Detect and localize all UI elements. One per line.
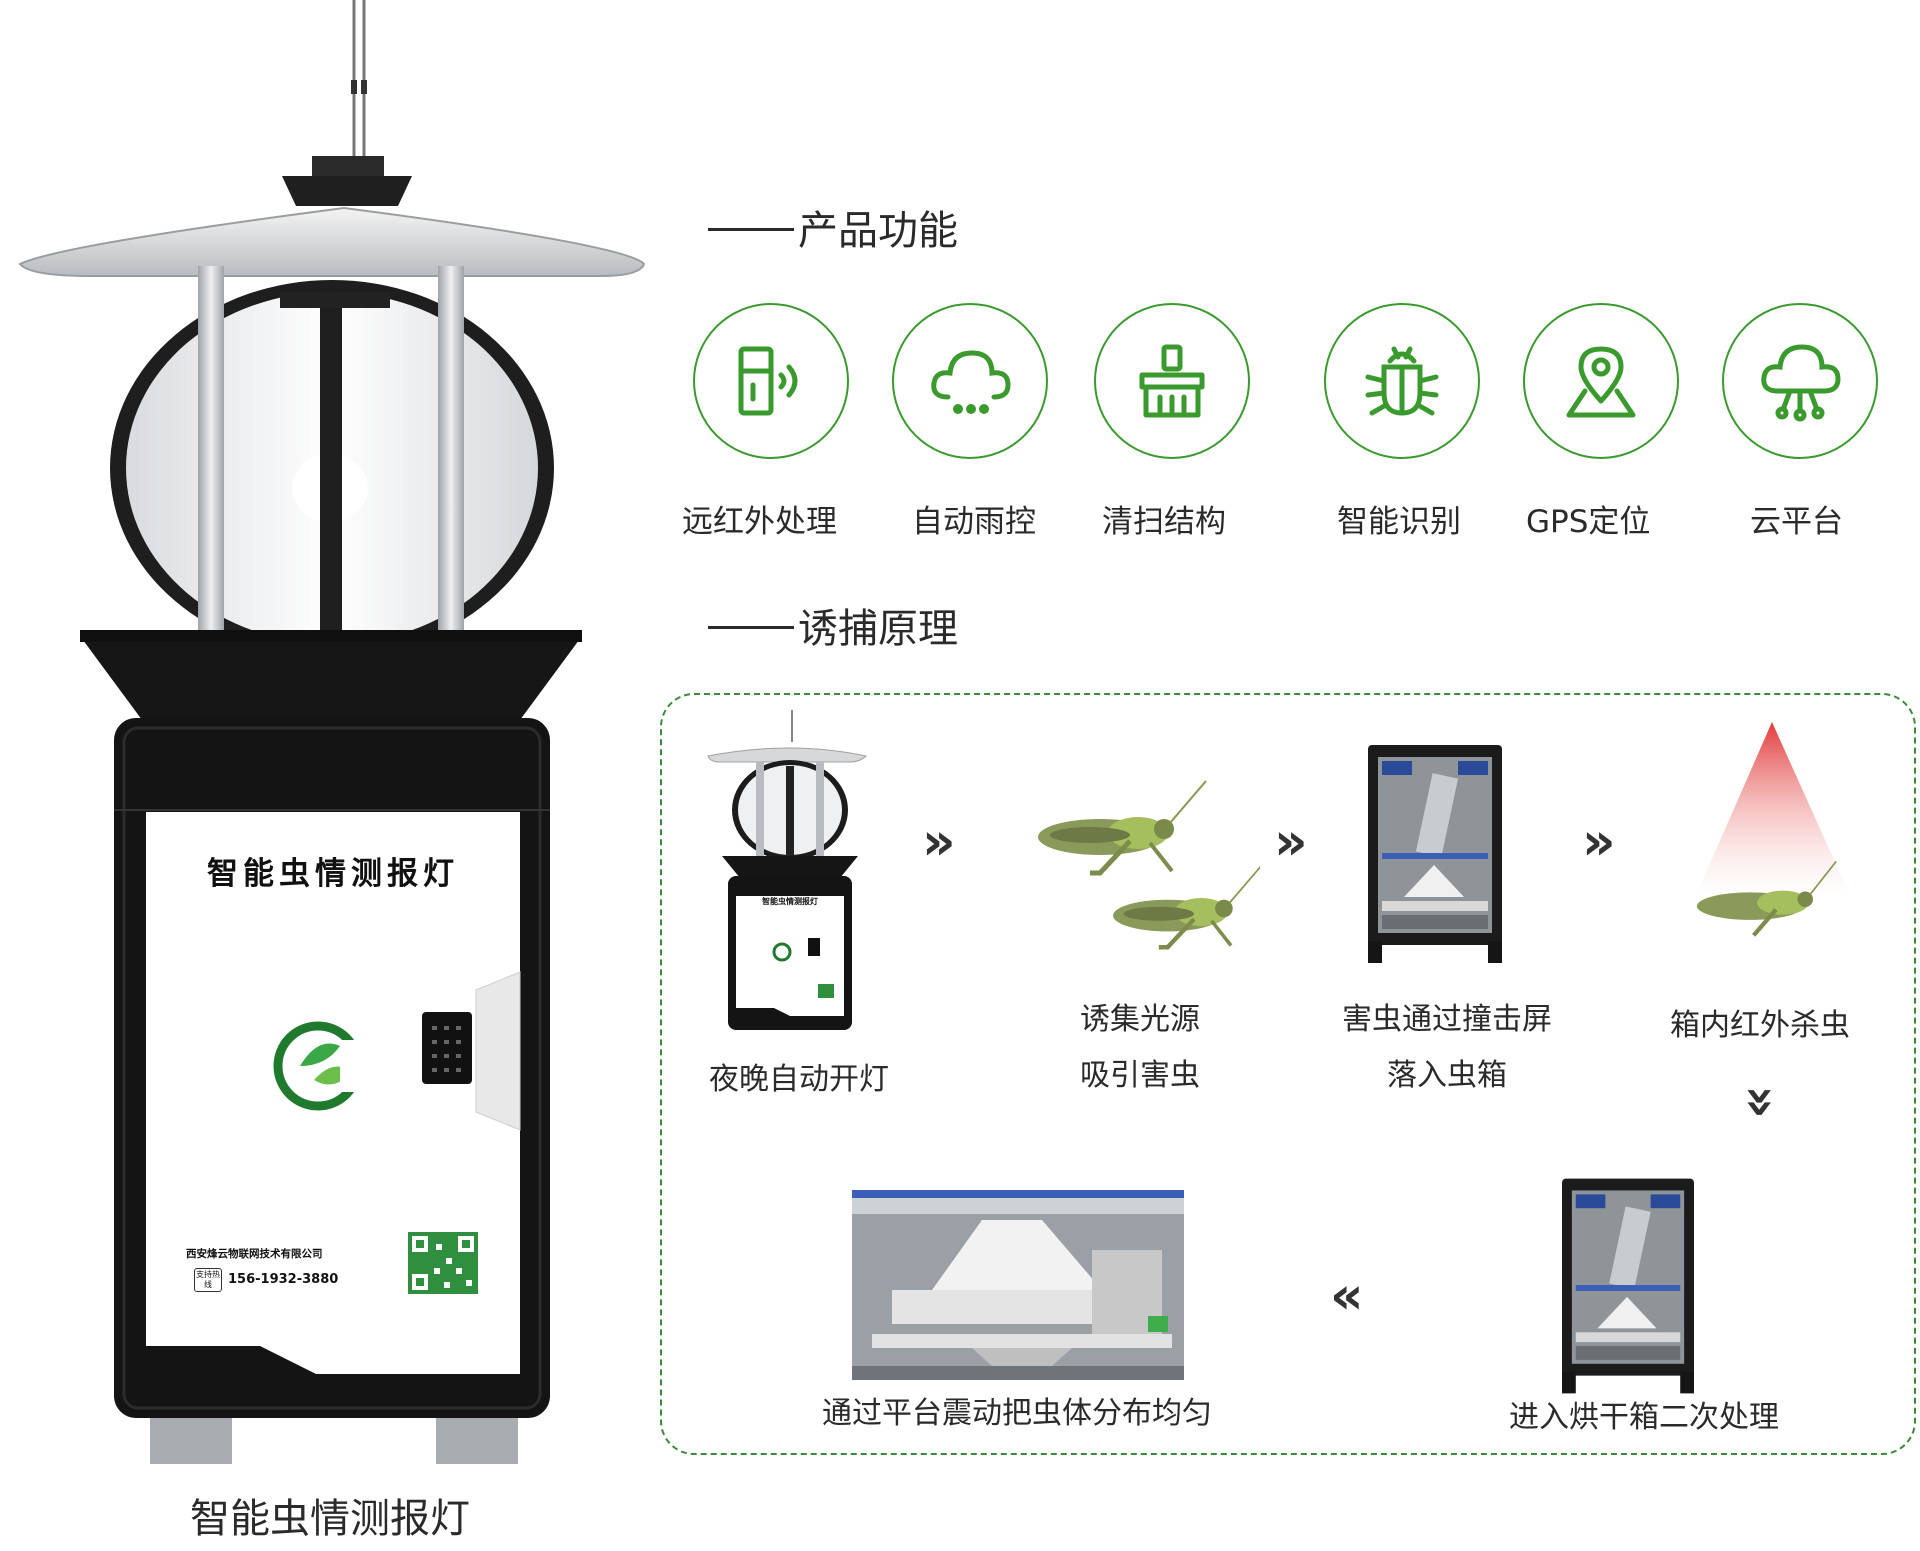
step-6-text: 通过平台震动把虫体分布均匀: [812, 1386, 1222, 1442]
step-5-text: 进入烘干箱二次处理: [1494, 1390, 1794, 1446]
product-illustration: [18, 0, 646, 1464]
step-1-text: 夜晚自动开灯: [704, 1052, 894, 1108]
infrared-kill-image: [1694, 722, 1852, 937]
feature-ring: [693, 303, 849, 459]
feature-ring: [892, 303, 1048, 459]
feature-label-gps: GPS定位: [1526, 504, 1651, 540]
feature-recognition: [1322, 303, 1482, 459]
mini-lamp-image: [707, 710, 868, 1030]
location-pin-icon: [1566, 346, 1636, 418]
step-2-line-1: 诱集光源: [1080, 1002, 1200, 1037]
vibration-platform-image: [852, 1190, 1184, 1380]
drying-box-image: [1562, 1178, 1694, 1394]
step-5-line: 进入烘干箱二次处理: [1509, 1400, 1779, 1435]
feature-label-infrared: 远红外处理: [682, 504, 837, 540]
arrow-left: «: [1330, 1266, 1364, 1326]
feature-rain: [890, 303, 1050, 459]
cabinet-interior-image: [1368, 745, 1502, 963]
grasshoppers-image: [1038, 780, 1260, 950]
hotline-badge: 支持热线: [194, 1268, 222, 1292]
hotline-number: 156-1932-3880: [228, 1272, 339, 1287]
arrow-down: »: [1730, 1085, 1791, 1119]
feature-label-cloud: 云平台: [1750, 504, 1843, 540]
arrow-right-1: »: [922, 812, 956, 872]
step-3-line-1: 害虫通过撞击屏: [1342, 1002, 1552, 1037]
step-6-line: 通过平台震动把虫体分布均匀: [822, 1396, 1212, 1431]
broom-icon: [1139, 344, 1205, 418]
step-2-text: 诱集光源 吸引害虫: [1040, 992, 1240, 1104]
feature-ring: [1523, 303, 1679, 459]
step-2-line-2: 吸引害虫: [1080, 1058, 1200, 1093]
features-title-text: 产品功能: [798, 208, 958, 254]
feature-sweep: [1092, 303, 1252, 459]
product-caption: 智能虫情测报灯: [190, 1496, 470, 1542]
mini-panel-title: 智能虫情测报灯: [762, 897, 818, 906]
title-dash: [708, 625, 794, 629]
rain-cloud-icon: [931, 350, 1011, 414]
title-dash: [708, 227, 794, 231]
cloud-platform-icon: [1761, 344, 1841, 422]
feature-ring: [1324, 303, 1480, 459]
feature-infrared: [691, 303, 851, 459]
step-4-line: 箱内红外杀虫: [1670, 1008, 1850, 1043]
company-name: 西安烽云物联网技术有限公司: [186, 1248, 323, 1260]
feature-cloud: [1720, 303, 1880, 459]
process-box: [660, 693, 1916, 1455]
principle-section-title: 诱捕原理: [708, 596, 958, 654]
step-3-text: 害虫通过撞击屏 落入虫箱: [1322, 992, 1572, 1104]
feature-label-recognition: 智能识别: [1337, 504, 1461, 540]
feature-label-rain: 自动雨控: [912, 504, 1036, 540]
arrow-right-3: »: [1582, 812, 1616, 872]
principle-title-text: 诱捕原理: [798, 606, 958, 652]
feature-ring: [1722, 303, 1878, 459]
step-4-text: 箱内红外杀虫: [1640, 998, 1880, 1054]
features-section-title: 产品功能: [708, 198, 958, 256]
bug-icon: [1365, 346, 1439, 416]
arrow-right-2: »: [1274, 812, 1308, 872]
feature-label-sweep: 清扫结构: [1102, 504, 1226, 540]
step-1-line: 夜晚自动开灯: [709, 1062, 889, 1097]
feature-ring: [1094, 303, 1250, 459]
feature-gps: [1521, 303, 1681, 459]
panel-title: 智能虫情测报灯: [207, 856, 459, 892]
infrared-sensor-icon: [738, 346, 798, 416]
step-3-line-2: 落入虫箱: [1387, 1058, 1507, 1093]
